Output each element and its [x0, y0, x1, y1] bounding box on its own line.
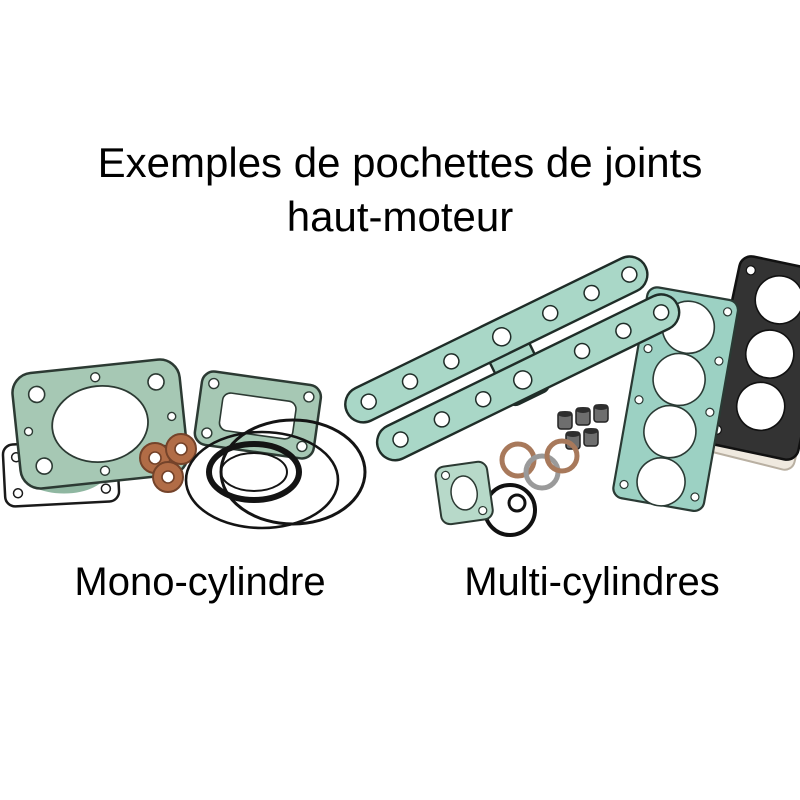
mono-cylinder-gasket-illustration — [1, 358, 367, 530]
small-green-gasket — [434, 460, 494, 526]
caption-mono-cylindre: Mono-cylindre — [74, 560, 326, 604]
valve-cover-gaskets — [344, 255, 681, 462]
o-rings — [184, 418, 367, 530]
title-line-1: Exemples de pochettes de joints — [97, 139, 703, 186]
caption-multi-cylindres: Multi-cylindres — [464, 560, 720, 604]
four-cylinder-head-gasket — [612, 286, 740, 513]
page-title: Exemples de pochettes de joints haut-mot… — [0, 136, 800, 244]
metal-rings — [499, 438, 580, 491]
multi-cylinder-gasket-illustration — [344, 255, 800, 537]
copper-washers — [139, 433, 197, 493]
title-line-2: haut-moteur — [286, 193, 514, 240]
